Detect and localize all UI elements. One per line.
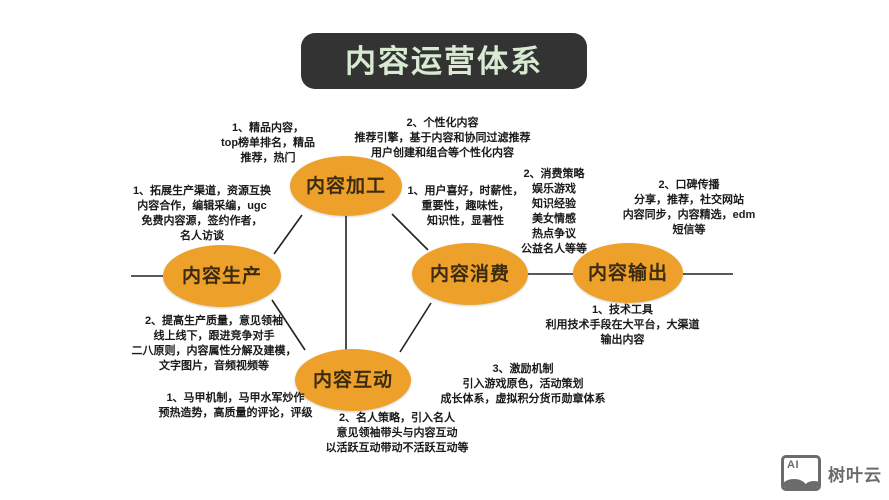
node-content-output[interactable]: 内容输出 [573,243,683,303]
ai-image-icon: AI [781,455,821,491]
node-label: 内容消费 [429,263,510,285]
annotation-output-2: 2、口碑传播 分享，推荐，社交网站 内容同步，内容精选，edm 短信等 [622,179,756,236]
annotation-interaction-3: 3、激励机制 引入游戏原色，活动策划 成长体系，虚拟积分货币勋章体系 [440,363,606,405]
watermark-text: 树叶云 [828,465,882,485]
annotation-output-1: 1、技术工具 利用技术手段在大平台，大渠道 输出内容 [545,304,700,346]
annotation-interaction-2: 2、名人策略，引入名人 意见领袖带头与内容互动 以活跃互动带动不活跃互动等 [325,412,469,454]
page-title: 内容运营体系 [345,43,543,79]
annotation-production-2: 2、提高生产质量，意见领袖 线上线下，跟进竞争对手 二八原则，内容属性分解及建模… [131,315,297,372]
annotation-processing-1: 1、精品内容， top榜单排名，精品 推荐，热门 [220,122,316,164]
node-content-interaction[interactable]: 内容互动 [295,349,411,411]
edge-processing-consumption [391,213,429,251]
annotation-interaction-1: 1、马甲机制，马甲水军炒作 预热造势，高质量的评论，评级 [158,392,313,419]
node-label: 内容输出 [587,262,668,284]
watermark: AI 树叶云 [781,455,882,491]
edge-production-processing [273,214,303,255]
annotation-processing-2: 2、个性化内容 推荐引擎，基于内容和协同过滤推荐 用户创建和组合等个性化内容 [354,117,531,159]
mountain-shape-icon [784,479,807,488]
ai-icon-label: AI [787,459,799,471]
node-label: 内容生产 [181,265,262,287]
annotation-consumption-1: 1、用户喜好，时薪性， 重要性，趣味性， 知识性，显著性 [407,185,524,227]
edge-production-interaction [271,299,306,351]
node-label: 内容加工 [305,175,386,197]
node-content-production[interactable]: 内容生产 [163,245,281,307]
node-content-processing[interactable]: 内容加工 [290,156,402,216]
annotation-production-1: 1、拓展生产渠道，资源互换 内容合作，编辑采编，ugc 免费内容源，签约作者， … [132,185,272,242]
annotation-consumption-2: 2、消费策略 娱乐游戏 知识经验 美女情感 热点争议 公益名人等等 [521,168,587,255]
mountain-shape-small-icon [804,481,818,488]
node-content-consumption[interactable]: 内容消费 [412,243,528,305]
page-title-banner: 内容运营体系 [301,33,587,89]
node-label: 内容互动 [312,369,393,391]
edge-interaction-consumption [399,302,432,353]
